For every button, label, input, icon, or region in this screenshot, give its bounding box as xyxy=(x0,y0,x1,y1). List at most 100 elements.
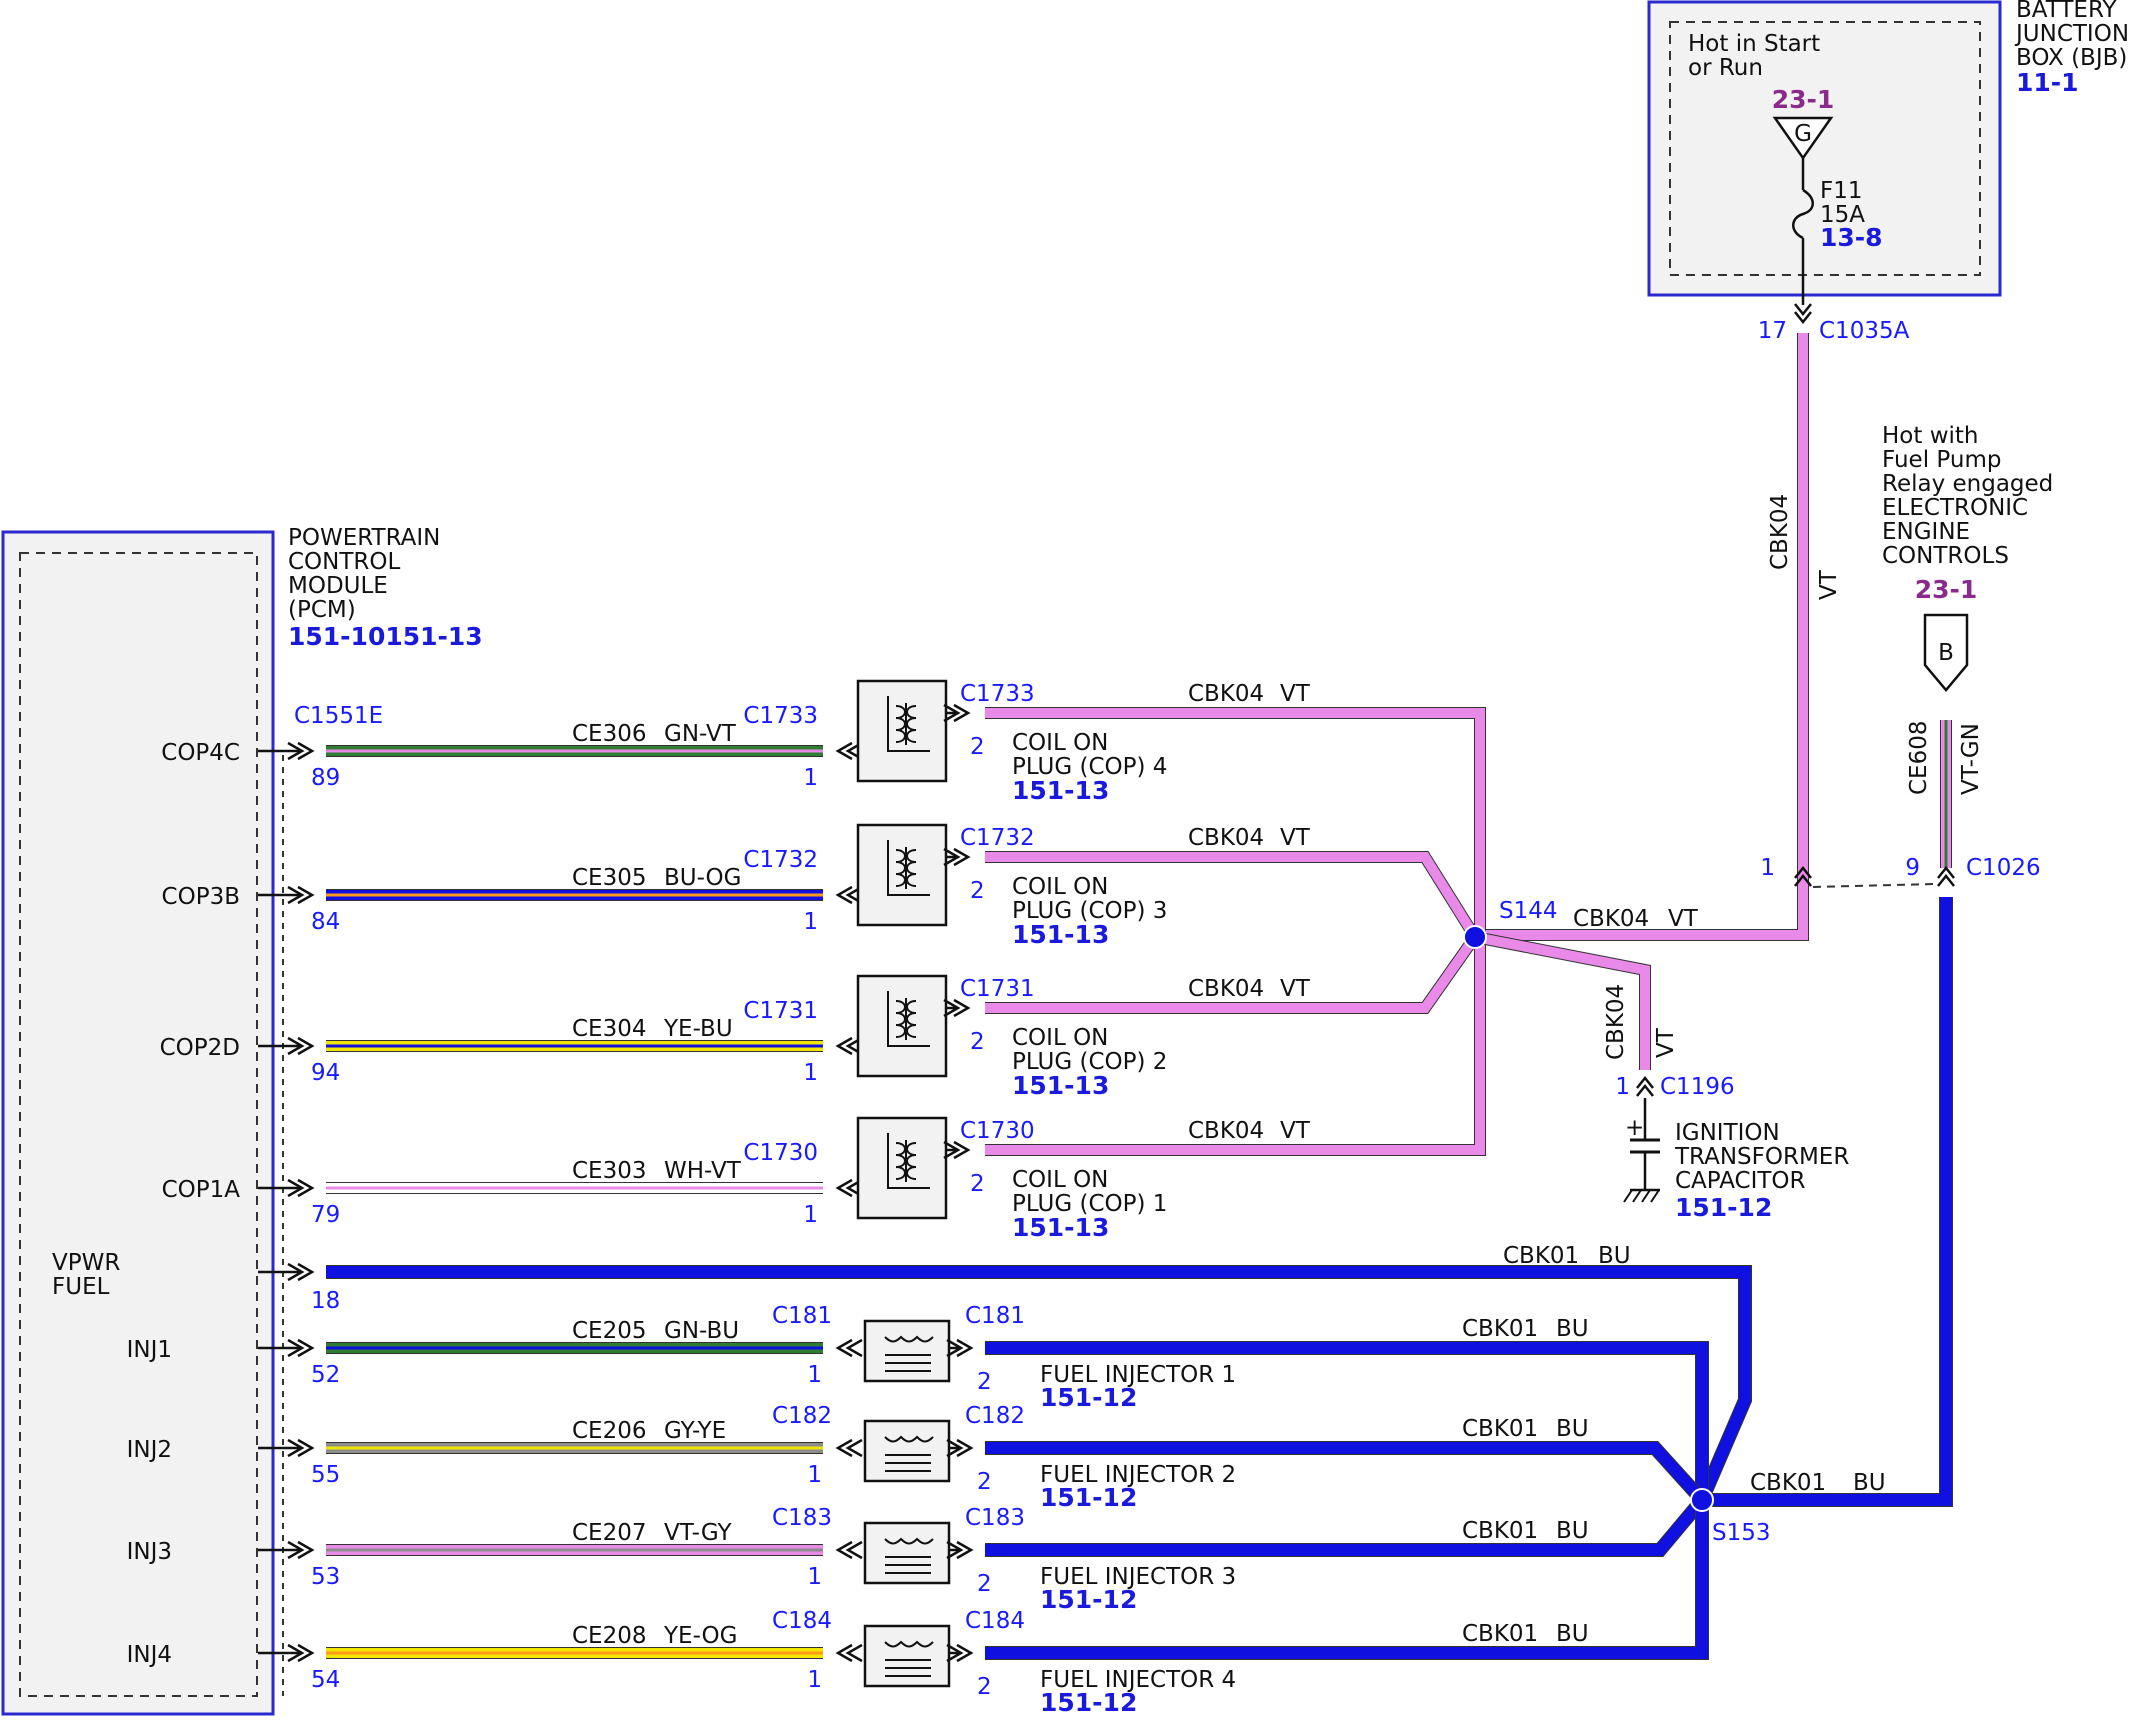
coil-pin2-2: 2 xyxy=(970,878,985,904)
inj-color-4: YE-OG xyxy=(663,1623,737,1649)
s153-label: S153 xyxy=(1712,1520,1771,1546)
inj-pcm-arrow-3 xyxy=(297,1540,315,1560)
inj-connector-left-3: C183 xyxy=(772,1505,832,1531)
c1026-pin1-icon xyxy=(1794,865,1812,879)
eec-letter: B xyxy=(1938,640,1954,666)
cbk04-coil-circuit-2: CBK04 xyxy=(1188,825,1264,851)
coil-ref-3: 151-13 xyxy=(1012,1071,1109,1100)
s144-label: S144 xyxy=(1499,898,1558,924)
injector-coil-icon xyxy=(884,1335,934,1343)
cbk04-coil-circuit-4: CBK04 xyxy=(1188,1118,1264,1144)
coil-ref-1: 151-13 xyxy=(1012,776,1109,805)
coil-ref-2: 151-13 xyxy=(1012,920,1109,949)
cbk04-coil-color-2: VT xyxy=(1280,825,1311,851)
pcm-pin-3: 94 xyxy=(311,1060,340,1086)
inj-pin1-arrow-1-b xyxy=(845,1338,863,1358)
coil-pin1-arrow-2 xyxy=(835,885,853,905)
coil-circuit-3: CE304 xyxy=(572,1016,647,1042)
cbk01-vpwr-wire xyxy=(326,1266,1751,1503)
pcm-pin-4: 79 xyxy=(311,1202,340,1228)
inj-pin1-4: 1 xyxy=(807,1667,822,1693)
coil-connector-right-1: C1733 xyxy=(960,681,1035,707)
coil-circuit-2: CE305 xyxy=(572,865,647,891)
vpwr-pin: 18 xyxy=(311,1288,340,1314)
bjb-splice-ref: 23-1 xyxy=(1772,85,1835,114)
pcm-label-COP2D: COP2D xyxy=(160,1035,240,1061)
cbk01-inj-circuit-4: CBK01 xyxy=(1462,1621,1538,1647)
cap-text: CAPACITOR xyxy=(1675,1168,1806,1194)
inj-connector-left-4: C184 xyxy=(772,1608,832,1634)
coil-connector-left-4: C1730 xyxy=(743,1140,818,1166)
pcm-title: POWERTRAIN xyxy=(288,525,440,551)
c1035a-connector-icon-b xyxy=(1794,303,1812,317)
pcm-label-INJ4: INJ4 xyxy=(127,1642,172,1668)
cap-plus-icon: + xyxy=(1625,1115,1644,1141)
coil-name1-3: COIL ON xyxy=(1012,1025,1108,1051)
coil-pin2-arrow-2-b xyxy=(943,847,961,867)
fuse-rating: 15A xyxy=(1820,202,1865,228)
pcm-module-inner-border xyxy=(19,552,258,1697)
inj-color-3: VT-GY xyxy=(664,1520,732,1546)
inj-pin2-arrow-3 xyxy=(956,1540,974,1560)
coil-connector-right-2: C1732 xyxy=(960,825,1035,851)
coil-winding-frame xyxy=(887,1133,930,1189)
pcm-title: MODULE xyxy=(288,573,388,599)
cbk01-inj-color-4: BU xyxy=(1556,1621,1589,1647)
inj-pin2-2: 2 xyxy=(977,1469,992,1495)
cbk01-inj-wire-3 xyxy=(985,1496,1707,1556)
vpwr-arrow-b xyxy=(287,1262,305,1282)
inj-circuit-1: CE205 xyxy=(572,1318,647,1344)
vpwr-arrow xyxy=(297,1262,315,1282)
inj-pin1-2: 1 xyxy=(807,1462,822,1488)
bjb-hot-text: Hot in Start xyxy=(1688,31,1820,57)
bjb-inner-border xyxy=(1669,21,1981,276)
pcm-pin-arrow-3 xyxy=(297,1036,315,1056)
coil-connector-left-2: C1732 xyxy=(743,847,818,873)
injector-name-4: FUEL INJECTOR 4 xyxy=(1040,1667,1236,1693)
fuse-name: F11 xyxy=(1820,178,1863,204)
inj-color-1: GN-BU xyxy=(664,1318,739,1344)
cbk01-inj-wire-2 xyxy=(985,1442,1707,1505)
coil-pin2-arrow-1 xyxy=(953,703,971,723)
pcm-pin-arrow-1-b xyxy=(287,741,305,761)
inj-pin2-arrow-4-b xyxy=(946,1643,964,1663)
coil-pin2-arrow-4-b xyxy=(943,1140,961,1160)
inj-connector-left-1: C181 xyxy=(772,1303,832,1329)
cbk04-main-wire xyxy=(1473,333,1808,940)
pcm-pin-2: 84 xyxy=(311,909,340,935)
coil-winding-frame xyxy=(887,840,930,896)
inj-pin1-arrow-4-b xyxy=(845,1643,863,1663)
inj-pin2-arrow-3-b xyxy=(946,1540,964,1560)
pcm-label-INJ1: INJ1 xyxy=(127,1337,172,1363)
cbk01-inj-circuit-1: CBK01 xyxy=(1462,1316,1538,1342)
bjb-title: BATTERY xyxy=(2016,0,2117,23)
eec-text: ENGINE xyxy=(1882,519,1970,545)
cap-ref: 151-12 xyxy=(1675,1193,1772,1222)
inj-pin1-arrow-1 xyxy=(835,1338,853,1358)
bjb-title: BOX (BJB) xyxy=(2016,45,2127,71)
injector-ref-1: 151-12 xyxy=(1040,1383,1137,1412)
eec-text: Relay engaged xyxy=(1882,471,2053,497)
pcm-pin-arrow-3-b xyxy=(287,1036,305,1056)
coil-connector-left-3: C1731 xyxy=(743,998,818,1024)
c1196-icon xyxy=(1636,1075,1654,1089)
ground-hatch xyxy=(1623,1189,1633,1203)
inj-circuit-3: CE207 xyxy=(572,1520,647,1546)
injector-box-3 xyxy=(863,1521,951,1585)
coil-winding-frame xyxy=(887,991,930,1047)
pcm-title: (PCM) xyxy=(288,597,356,623)
cbk01-inj-wire-1 xyxy=(985,1342,1708,1500)
cbk04-coil-wire-2 xyxy=(985,852,1480,940)
cbk04-coil-circuit-1: CBK04 xyxy=(1188,681,1264,707)
cbk01-inj-wire-4 xyxy=(985,1500,1708,1659)
coil-pin2-arrow-2 xyxy=(953,847,971,867)
coil-name2-2: PLUG (COP) 3 xyxy=(1012,898,1167,924)
inj-pin1-arrow-2-b xyxy=(845,1438,863,1458)
cbk04-coil-wire-3 xyxy=(985,934,1480,1013)
cbk04-coil-color-4: VT xyxy=(1280,1118,1311,1144)
fuse-ref: 13-8 xyxy=(1820,223,1883,252)
inj-pin2-arrow-2 xyxy=(956,1438,974,1458)
coil-color-4: WH-VT xyxy=(664,1158,742,1184)
bjb-hot-text: or Run xyxy=(1688,55,1763,81)
